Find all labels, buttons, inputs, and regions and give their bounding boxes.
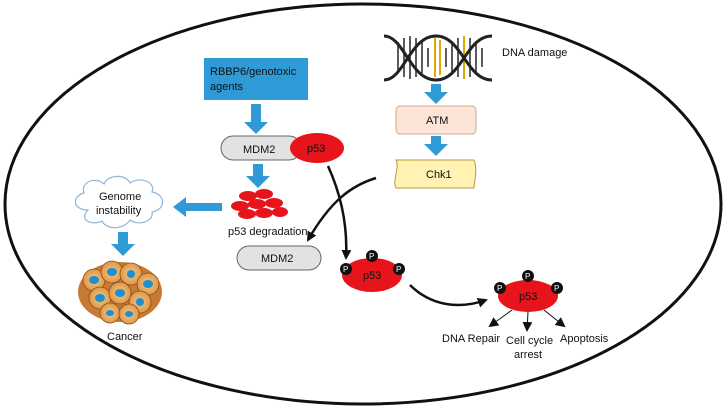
mdm2-p53-complex: MDM2 p53 [220, 133, 344, 163]
arrow-genome-to-cancer [111, 232, 135, 256]
p53-top-label: p53 [307, 143, 325, 155]
dna-helix [383, 34, 493, 82]
cell-cycle-label-line1: Cell cycle [506, 335, 553, 347]
mdm2-free-label: MDM2 [261, 253, 293, 265]
cloud-shape [74, 175, 164, 229]
phospho-right-left-label: P [497, 284, 502, 293]
p53-top-ellipse [290, 133, 344, 163]
cancer-cells-cluster [78, 260, 162, 325]
p53-degradation-label: p53 degradation [228, 226, 308, 238]
arrow-to-apoptosis [543, 309, 566, 328]
arrow-atm-to-chk1 [424, 136, 448, 156]
arrow-p53-mid-to-right [409, 284, 488, 308]
p53-mid-ellipse [342, 258, 402, 292]
rbbp6-label-line2: agents [210, 81, 244, 93]
mdm2-top-label: MDM2 [243, 144, 275, 156]
phospho-mid-top-label: P [369, 252, 374, 261]
apoptosis-label: Apoptosis [560, 333, 609, 345]
atm-box [395, 105, 477, 135]
chk1-banner [394, 159, 477, 189]
arrow-p53-to-phospho [326, 165, 352, 260]
dna-strand-b [383, 34, 493, 82]
arrow-dna-to-atm [424, 84, 448, 104]
p53-mid-label: p53 [363, 270, 381, 282]
genome-label-line1: Genome [99, 191, 141, 203]
p53-phospho-right: p53 P P P [494, 270, 563, 312]
phospho-mid-top [366, 250, 378, 262]
phospho-mid-left-label: P [343, 265, 348, 274]
dna-repair-label: DNA Repair [442, 333, 500, 345]
p53-fragments [231, 189, 288, 219]
cell-boundary-ellipse [3, 2, 723, 406]
atm-label: ATM [426, 115, 448, 127]
arrow-degradation-to-genome [173, 197, 222, 217]
phospho-mid-right-label: P [396, 265, 401, 274]
phospho-right-left [494, 282, 506, 294]
chk1-label: Chk1 [426, 169, 452, 181]
arrow-complex-to-degradation [246, 164, 270, 188]
p53-right-label: p53 [519, 291, 537, 303]
rbbp6-label-line1: RBBP6/genotoxic [210, 66, 297, 78]
dna-damage-label: DNA damage [502, 47, 567, 59]
genome-label-line2: instability [96, 205, 142, 217]
dna-strand-a [383, 34, 493, 82]
phospho-mid-left [340, 263, 352, 275]
cell-cycle-label-line2: arrest [514, 349, 542, 361]
p53-right-ellipse [498, 280, 558, 312]
mdm2-capsule-free [236, 245, 322, 271]
rbbp6-box [204, 58, 308, 100]
rbbp6-node: RBBP6/genotoxic agents [204, 58, 308, 100]
phospho-right-right-label: P [554, 284, 559, 293]
phospho-right-top-label: P [525, 272, 530, 281]
phospho-right-top [522, 270, 534, 282]
cancer-label: Cancer [107, 331, 143, 343]
genome-instability-cloud: Genome instability [74, 175, 164, 229]
arrow-to-dna-repair [488, 309, 513, 328]
arrow-rbbp6-to-mdm2 [244, 104, 268, 134]
phospho-right-right [551, 282, 563, 294]
arrow-to-cell-cycle [522, 311, 533, 332]
phospho-mid-right [393, 263, 405, 275]
p53-phospho-mid: p53 P P P [340, 250, 405, 292]
